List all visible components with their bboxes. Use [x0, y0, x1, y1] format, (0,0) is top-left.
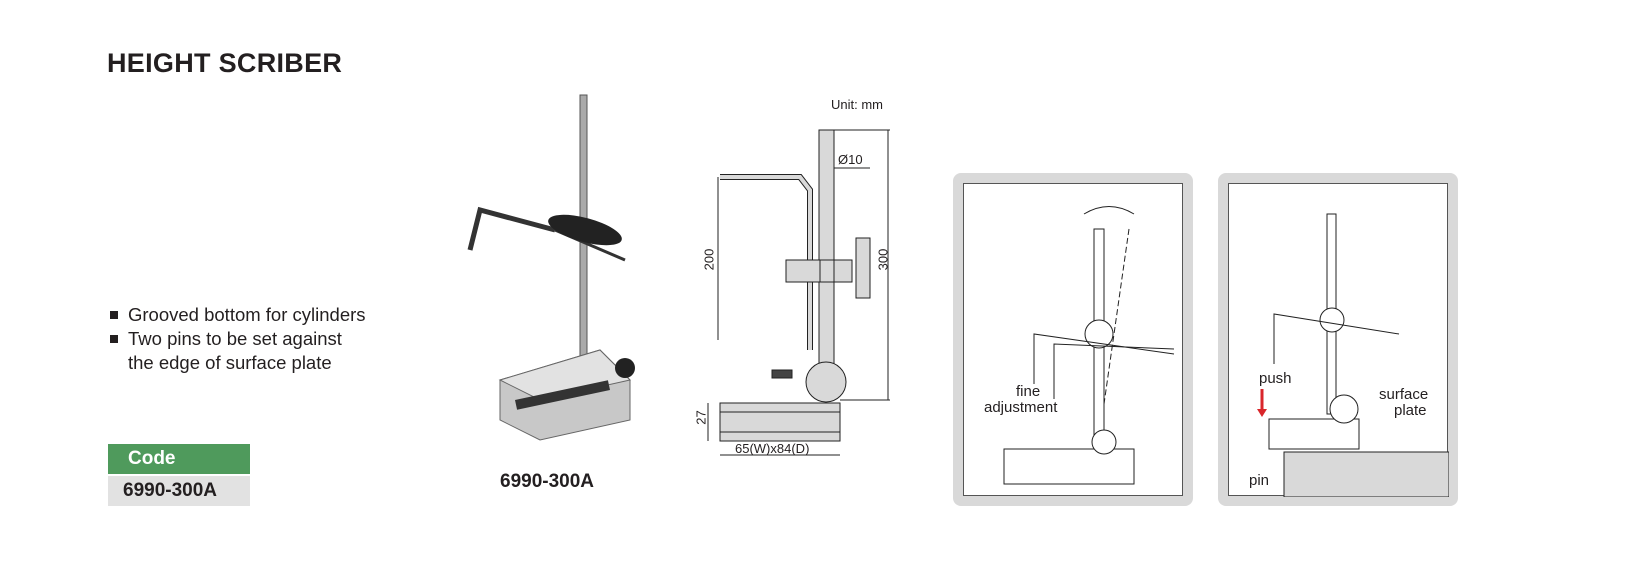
- unit-label: Unit: mm: [831, 97, 883, 112]
- dimension-drawing: [707, 129, 890, 456]
- push-label: push: [1259, 370, 1292, 387]
- fine-label: fine: [1016, 383, 1041, 400]
- scribe-height-label: 200: [701, 248, 717, 271]
- pin-label: pin: [1249, 472, 1270, 489]
- feature-item: Grooved bottom for cylinders: [108, 303, 366, 327]
- code-value: 6990-300A: [108, 476, 250, 506]
- product-photo: [467, 94, 635, 441]
- diameter-label: Ø10: [838, 152, 863, 167]
- feature-item: Two pins to be set against: [108, 327, 366, 351]
- illustration-fine-adjustment: fine adjustment: [953, 173, 1193, 506]
- plate-label: plate: [1394, 402, 1427, 419]
- base-height-label: 27: [693, 410, 709, 425]
- feature-list: Grooved bottom for cylinders Two pins to…: [108, 303, 366, 375]
- code-table: Code 6990-300A: [108, 444, 250, 506]
- adjustment-label: adjustment: [984, 399, 1058, 416]
- feature-text: the edge of surface plate: [128, 352, 332, 373]
- page-title: HEIGHT SCRIBER: [107, 48, 343, 78]
- code-header: Code: [108, 444, 250, 474]
- surface-label: surface: [1379, 386, 1429, 403]
- product-model: 6990-300A: [500, 471, 595, 492]
- illustration-surface-plate: push surface plate pin: [1218, 173, 1458, 506]
- base-size-label: 65(W)x84(D): [735, 441, 810, 456]
- total-height-label: 300: [875, 248, 891, 271]
- feature-item-continued: the edge of surface plate: [108, 351, 366, 375]
